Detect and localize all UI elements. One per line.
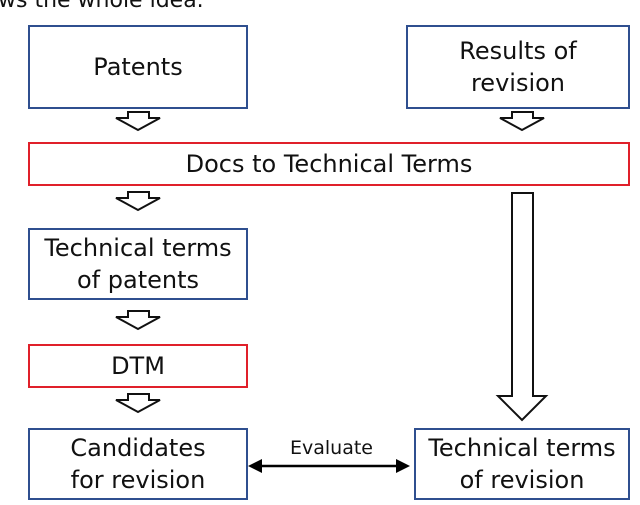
technical-terms-of-revision-box: Technical terms of revision — [414, 428, 630, 500]
results-of-revision-box: Results of revision — [406, 25, 630, 109]
patents-box: Patents — [28, 25, 248, 109]
evaluate-label: Evaluate — [290, 437, 373, 459]
dtm-box: DTM — [28, 344, 248, 388]
long-arrow-docs-to-terms-of-revision — [495, 192, 549, 422]
patents-label: Patents — [93, 53, 183, 81]
docs-to-terms-label: Docs to Technical Terms — [185, 150, 473, 178]
results-label-line1: Results of — [459, 37, 577, 65]
arrow-results-to-docs — [499, 111, 545, 132]
arrow-docs-to-terms — [115, 191, 161, 212]
caption-fragment: ws the whole idea. — [0, 0, 204, 13]
terms-revision-line2: of revision — [459, 466, 585, 494]
arrow-patents-to-docs — [115, 111, 161, 132]
arrow-dtm-to-candidates — [115, 393, 161, 414]
candidates-line2: for revision — [70, 466, 206, 494]
candidates-line1: Candidates — [70, 434, 206, 462]
results-label-line2: revision — [470, 69, 566, 97]
candidates-for-revision-box: Candidates for revision — [28, 428, 248, 500]
terms-patents-line1: Technical terms — [44, 234, 232, 262]
evaluate-double-arrow — [248, 459, 410, 473]
arrow-terms-to-dtm — [115, 310, 161, 331]
terms-patents-line2: of patents — [76, 266, 199, 294]
dtm-label: DTM — [111, 352, 165, 380]
docs-to-technical-terms-box: Docs to Technical Terms — [28, 142, 630, 186]
technical-terms-of-patents-box: Technical terms of patents — [28, 228, 248, 300]
terms-revision-line1: Technical terms — [428, 434, 616, 462]
